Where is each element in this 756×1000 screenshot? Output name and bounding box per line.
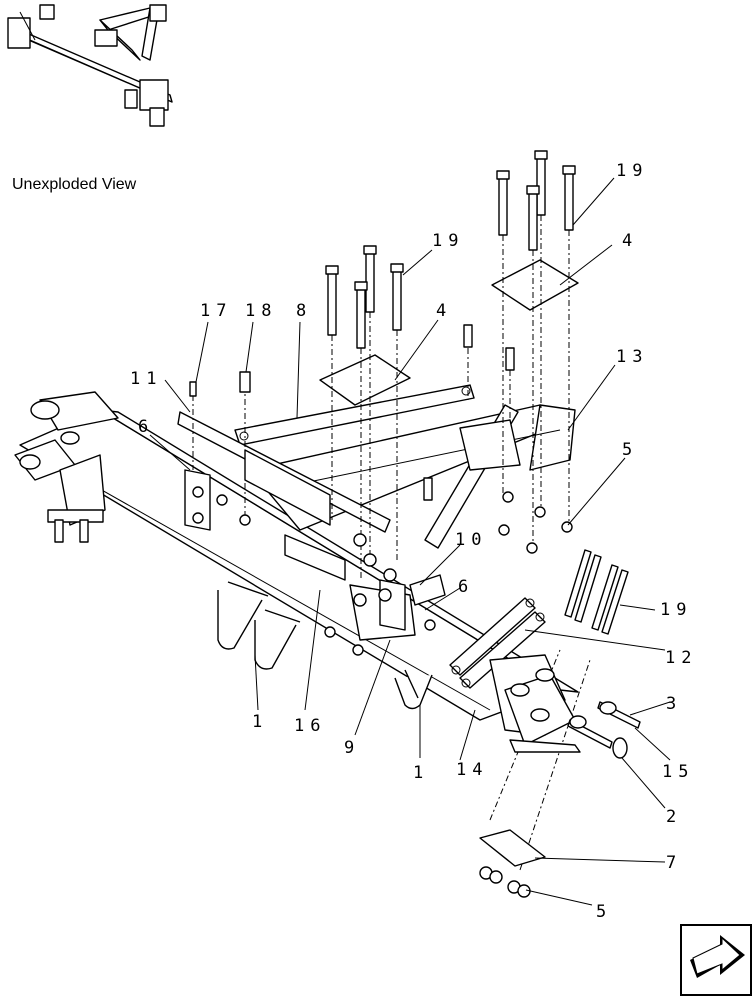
callout-4: 4 <box>436 301 452 321</box>
callout-8: 8 <box>296 301 312 321</box>
callout-5: 5 <box>622 440 638 460</box>
callout-4: 4 <box>622 231 638 251</box>
callout-14: 14 <box>456 760 488 780</box>
callout-labels: 19 19 4 4 13 17 18 8 11 6 5 10 6 19 12 3… <box>130 161 697 922</box>
pins <box>567 701 641 759</box>
bolt-top-b <box>505 347 515 371</box>
leader-lines <box>149 177 671 906</box>
callout-11: 11 <box>130 369 162 389</box>
unexploded-thumbnail <box>0 0 200 135</box>
callout-7: 7 <box>666 853 682 873</box>
callout-3: 3 <box>666 694 682 714</box>
callout-5: 5 <box>596 902 612 922</box>
callout-19: 19 <box>432 231 464 251</box>
callout-18: 18 <box>245 301 277 321</box>
callout-19: 19 <box>660 600 692 620</box>
callout-12: 12 <box>665 648 697 668</box>
callout-13: 13 <box>616 347 648 367</box>
callout-2: 2 <box>666 807 682 827</box>
plate-7 <box>479 829 546 867</box>
bolt-mid <box>423 477 433 501</box>
bolt-17 <box>189 381 197 397</box>
callout-16: 16 <box>294 716 326 736</box>
bolt-group-19-upper <box>496 150 576 251</box>
tie-bar-8 <box>234 384 475 446</box>
nuts-5-upper <box>498 491 573 554</box>
bolt-top-a <box>463 324 473 348</box>
callout-19: 19 <box>616 161 648 181</box>
bracket-6-left <box>184 469 211 531</box>
callout-9: 9 <box>344 738 360 758</box>
next-page-arrow-icon[interactable] <box>680 924 752 996</box>
callout-1: 1 <box>252 712 268 732</box>
bolt-18 <box>239 371 251 393</box>
callout-15: 15 <box>662 762 694 782</box>
right-hitch-bracket <box>489 654 581 753</box>
center-bracket <box>284 533 446 656</box>
strut-plate <box>459 419 521 471</box>
left-hitch-bracket <box>14 391 119 543</box>
assembly-centerlines <box>192 215 591 871</box>
nuts-5-lower <box>479 866 531 898</box>
u-bolts-left <box>217 581 301 670</box>
links-12 <box>449 597 546 689</box>
bolt-group-19-lower <box>325 245 404 349</box>
callout-1: 1 <box>413 763 429 783</box>
bolt-group-19-right <box>564 549 629 635</box>
caption-unexploded-view: Unexploded View <box>12 176 137 193</box>
plate-4-lower <box>319 354 411 406</box>
callout-17: 17 <box>200 301 232 321</box>
plate-4-upper <box>491 259 579 311</box>
callout-6: 6 <box>458 577 474 597</box>
callout-10: 10 <box>455 530 487 550</box>
callout-6: 6 <box>138 417 154 437</box>
